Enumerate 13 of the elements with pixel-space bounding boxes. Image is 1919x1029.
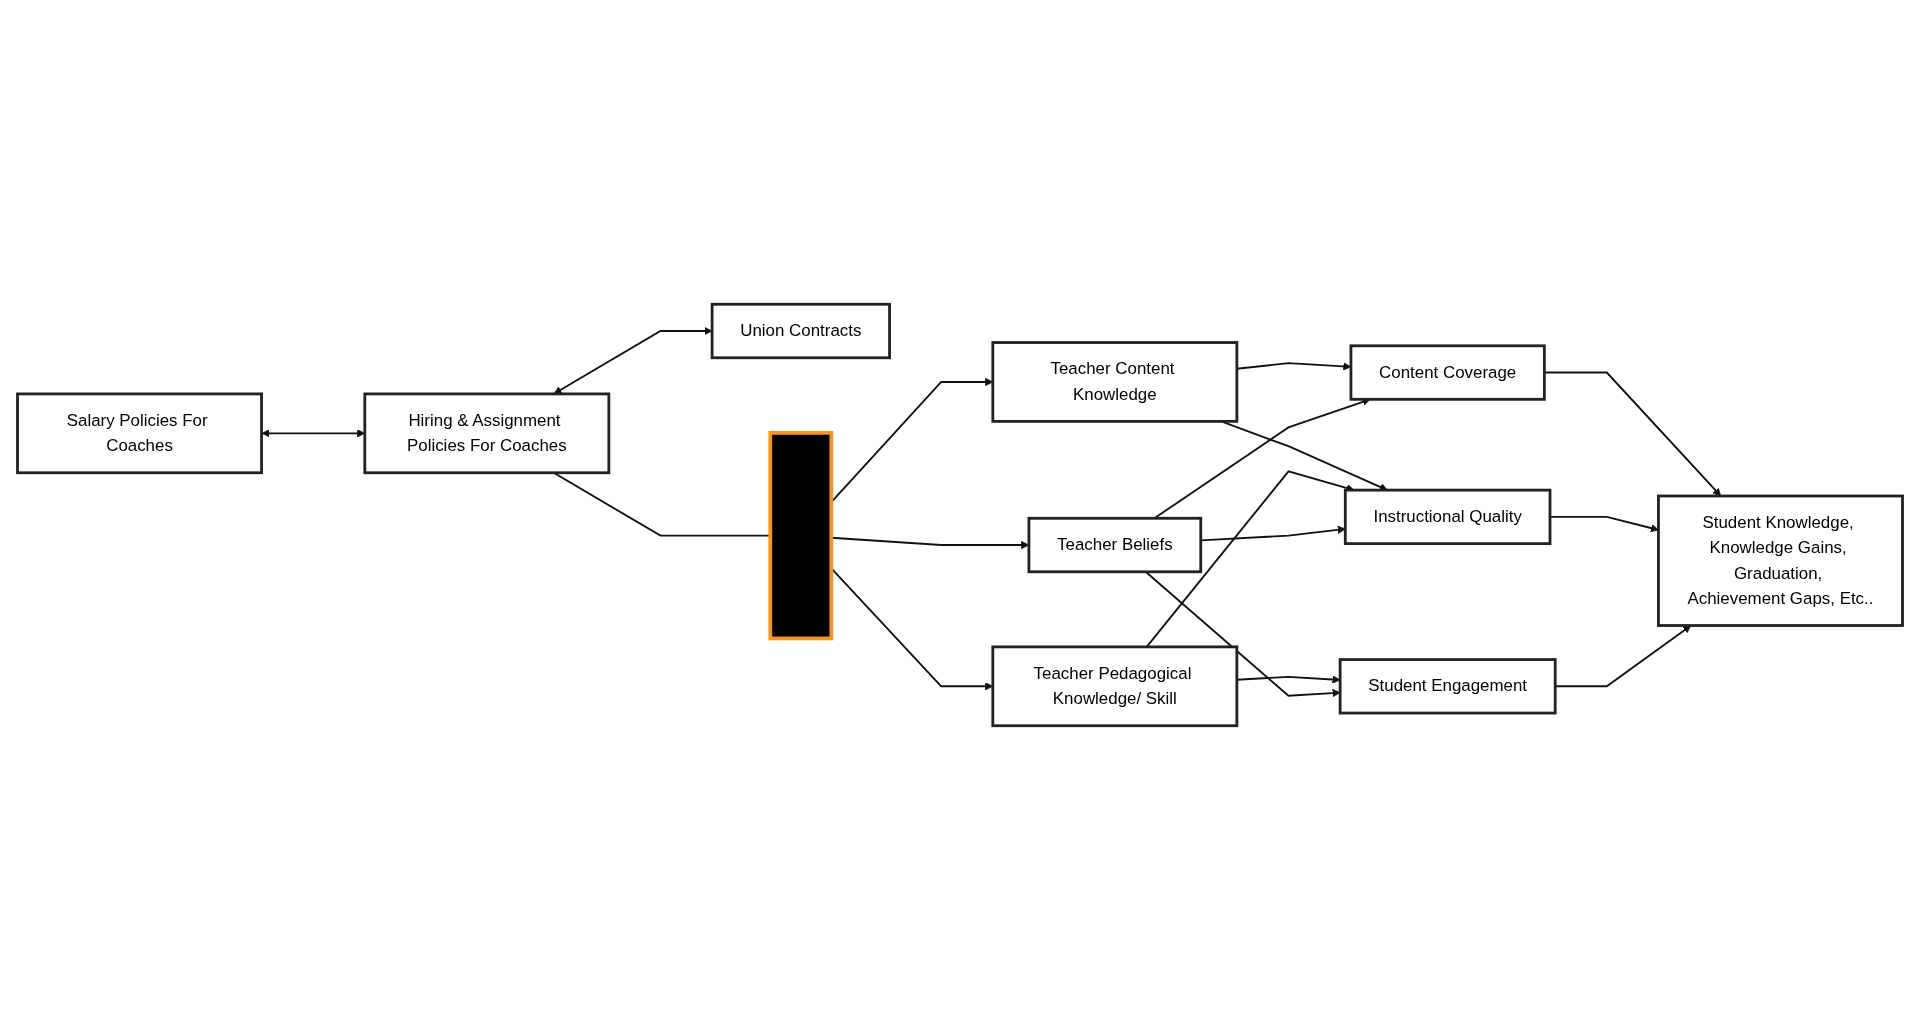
node-box: Content Coverage <box>1349 343 1546 401</box>
node-box: Salary Policies For Coaches <box>15 392 263 474</box>
node-box: Union Contracts <box>710 302 891 359</box>
arrow <box>261 428 365 437</box>
node-box: Hiring & Assignment Policies For Coaches <box>362 392 610 474</box>
arrow <box>553 326 712 394</box>
node-box: Teacher Pedagogical Knowledge/ Skill <box>990 644 1238 727</box>
node-box: Student Engagement <box>1338 657 1557 714</box>
node-box: Instructional Quality <box>1343 488 1551 545</box>
node-box: Teacher Beliefs <box>1027 516 1202 573</box>
node-box: Teacher Content Knowledge <box>990 340 1238 423</box>
node-box: Student Knowledge, Knowledge Gains, Graduation, Achievement Gaps, Etc.. <box>1656 494 1904 627</box>
node-box <box>767 430 833 640</box>
